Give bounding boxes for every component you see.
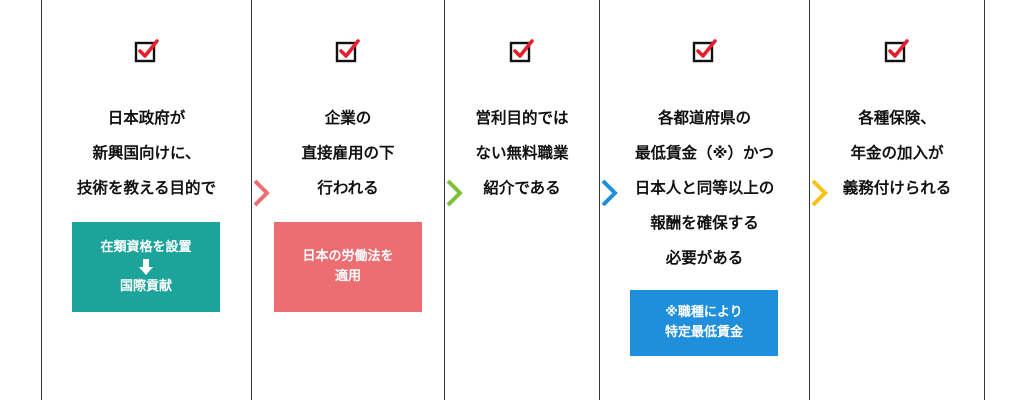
text-line: 企業の [324,109,372,127]
divider-5 [809,0,810,400]
text-line: 年金の加入が [850,144,944,162]
text-line: 紹介である [483,179,561,197]
column-text: 各都道府県の 最低賃金（※）かつ 日本人と同等以上の 報酬を確保する 必要がある [635,101,775,276]
checkbox-checked-icon [335,39,360,63]
column-text: 企業の 直接雇用の下 行われる [301,101,394,206]
box-line: 在類資格を設置 [100,239,192,255]
text-line: 日本政府が [107,109,186,127]
divider-3 [444,0,445,400]
text-line: 必要がある [665,249,744,267]
box-line: 国際貢献 [119,278,172,294]
chevron-right-icon [446,179,463,207]
divider-4 [599,0,600,400]
checkbox-checked-icon [509,39,534,63]
column-technical-training: 日本政府が 新興国向けに、 技術を教える目的で [42,0,251,400]
column-text: 営利目的では ない無料職業 紹介である [475,101,568,206]
text-line: 営利目的では [475,109,569,127]
checkbox-checked-icon [884,39,909,63]
text-line: 最低賃金（※）かつ [634,144,775,162]
column-non-profit: 営利目的では ない無料職業 紹介である [445,0,599,400]
down-arrow-icon [139,258,153,275]
column-minimum-wage: 各都道府県の 最低賃金（※）かつ 日本人と同等以上の 報酬を確保する 必要がある [600,0,809,400]
text-line: 各都道府県の [657,109,751,127]
info-box-labor-law: 日本の労働法を 適用 [274,222,422,312]
chevron-right-icon [253,179,270,207]
box-line: 特定最低賃金 [664,325,743,340]
divider-1 [41,0,42,400]
text-line: 技術を教える目的で [76,179,217,197]
divider-2 [251,0,252,400]
info-box-status-setup: 在類資格を設置 国際貢献 [72,222,220,312]
text-line: 直接雇用の下 [301,144,395,162]
text-line: 義務付けられる [842,179,952,197]
chevron-right-icon [601,179,618,207]
column-text: 日本政府が 新興国向けに、 技術を教える目的で [77,101,216,206]
text-line: 日本人と同等以上の [634,179,775,197]
divider-6 [984,0,985,400]
chevron-right-icon [811,179,828,207]
text-line: 行われる [317,179,379,197]
column-direct-employment: 企業の 直接雇用の下 行われる [252,0,444,400]
box-line: 適用 [334,269,361,284]
checkbox-checked-icon [134,39,159,63]
box-line: 日本の労働法を [302,249,394,264]
column-text: 各種保険、 年金の加入が 義務付けられる [843,101,952,206]
column-insurance: 各種保険、 年金の加入が 義務付けられる [810,0,984,400]
text-line: 新興国向けに、 [92,144,201,162]
checkbox-checked-icon [692,39,717,63]
box-line: ※職種により [665,305,743,320]
text-line: ない無料職業 [475,144,569,162]
info-box-specific-wage: ※職種により 特定最低賃金 [630,290,778,356]
text-line: 報酬を確保する [650,214,759,232]
text-line: 各種保険、 [858,109,936,127]
